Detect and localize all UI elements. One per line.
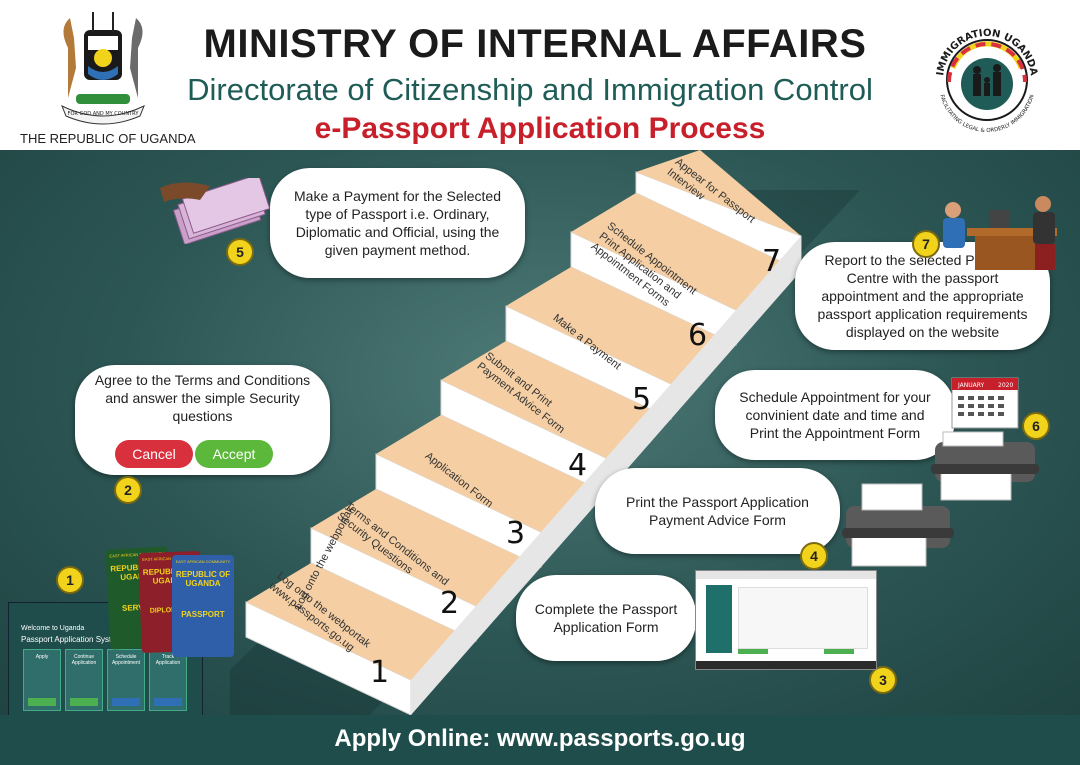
coat-of-arms-icon: FOR GOD AND MY COUNTRY bbox=[61, 12, 145, 125]
stair-tread-7 bbox=[636, 150, 801, 236]
passport-ordinary-header: EAST AFRICAN COMMUNITY bbox=[175, 559, 231, 564]
step-number-1: 1 bbox=[370, 655, 390, 690]
portal-system-title: Passport Application System bbox=[21, 635, 123, 644]
bubble-step5: Make a Payment for the Selected type of … bbox=[270, 168, 525, 278]
application-form-screenshot bbox=[695, 570, 877, 670]
badge-4: 4 bbox=[800, 542, 828, 570]
calendar-icon: JANUARY 2020 bbox=[951, 377, 1019, 429]
step-number-7: 7 bbox=[762, 244, 782, 279]
stair-tread-5 bbox=[506, 267, 736, 384]
calendar-year: 2020 bbox=[998, 382, 1013, 389]
portal-screenshot: Welcome to Uganda Passport Application S… bbox=[8, 602, 203, 715]
bubble-step6: Schedule Appointment for your convinient… bbox=[715, 370, 955, 460]
badge-2: 2 bbox=[114, 476, 142, 504]
printer-icon-upper bbox=[931, 431, 1039, 501]
portal-card-1: Apply bbox=[35, 654, 49, 660]
portal-welcome: Welcome to Uganda bbox=[21, 625, 85, 632]
staircase-diagram: Log onto the webportak bbox=[230, 150, 860, 715]
step-number-6: 6 bbox=[688, 318, 708, 353]
calendar-month: JANUARY bbox=[957, 382, 985, 389]
passport-ordinary-type: PASSPORT bbox=[181, 610, 225, 619]
footer-apply-online[interactable]: Apply Online: www.passports.go.ug bbox=[334, 725, 746, 752]
footer-bar bbox=[0, 715, 1080, 765]
step-number-5: 5 bbox=[632, 382, 652, 417]
printer-icon-lower bbox=[842, 483, 954, 567]
stair-tread-1 bbox=[246, 563, 476, 680]
passport-officer-desk-icon bbox=[943, 196, 1057, 270]
stair-tread-4 bbox=[441, 341, 671, 458]
bubble-step3: Complete the Passport Application Form bbox=[516, 575, 696, 661]
motto-text: FOR GOD AND MY COUNTRY bbox=[68, 111, 140, 117]
accept-button[interactable]: Accept bbox=[195, 440, 273, 468]
republic-label: THE REPUBLIC OF UGANDA bbox=[20, 131, 196, 146]
passport-ordinary: EAST AFRICAN COMMUNITY REPUBLIC OF UGAND… bbox=[172, 555, 234, 657]
cancel-button[interactable]: Cancel bbox=[115, 440, 193, 468]
bubble-step7: Report to the selected Passport Centre w… bbox=[795, 242, 1050, 350]
badge-5: 5 bbox=[226, 238, 254, 266]
step-number-4: 4 bbox=[568, 448, 588, 483]
step-number-2: 2 bbox=[440, 586, 460, 621]
immigration-logo-icon: IMMIGRATION UGANDA FACILITATING LEGAL & … bbox=[935, 28, 1039, 134]
step-number-3: 3 bbox=[506, 516, 526, 551]
portal-card-3: Schedule Appointment bbox=[111, 654, 141, 666]
stair-tread-6 bbox=[571, 193, 801, 310]
page-title: MINISTRY OF INTERNAL AFFAIRS bbox=[203, 22, 867, 66]
badge-1: 1 bbox=[56, 566, 84, 594]
badge-3: 3 bbox=[869, 666, 897, 694]
portal-card-4: Track Application bbox=[155, 654, 181, 666]
stair-tread-2 bbox=[311, 489, 541, 606]
money-cash-icon bbox=[160, 178, 271, 244]
process-title: e-Passport Application Process bbox=[314, 112, 766, 145]
bubble-step4: Print the Passport Application Payment A… bbox=[595, 468, 840, 554]
process-panel: Log onto the webportak Log onto the webp… bbox=[0, 150, 1080, 715]
badge-6: 6 bbox=[1022, 412, 1050, 440]
stair-tread-3 bbox=[376, 415, 606, 532]
badge-7: 7 bbox=[912, 230, 940, 258]
passport-ordinary-country: REPUBLIC OF UGANDA bbox=[175, 570, 231, 588]
portal-card-2: Continue Application bbox=[71, 654, 97, 666]
header: FOR GOD AND MY COUNTRY THE REPUBLIC OF U… bbox=[0, 0, 1080, 150]
page-subtitle: Directorate of Citizenship and Immigrati… bbox=[187, 72, 873, 107]
